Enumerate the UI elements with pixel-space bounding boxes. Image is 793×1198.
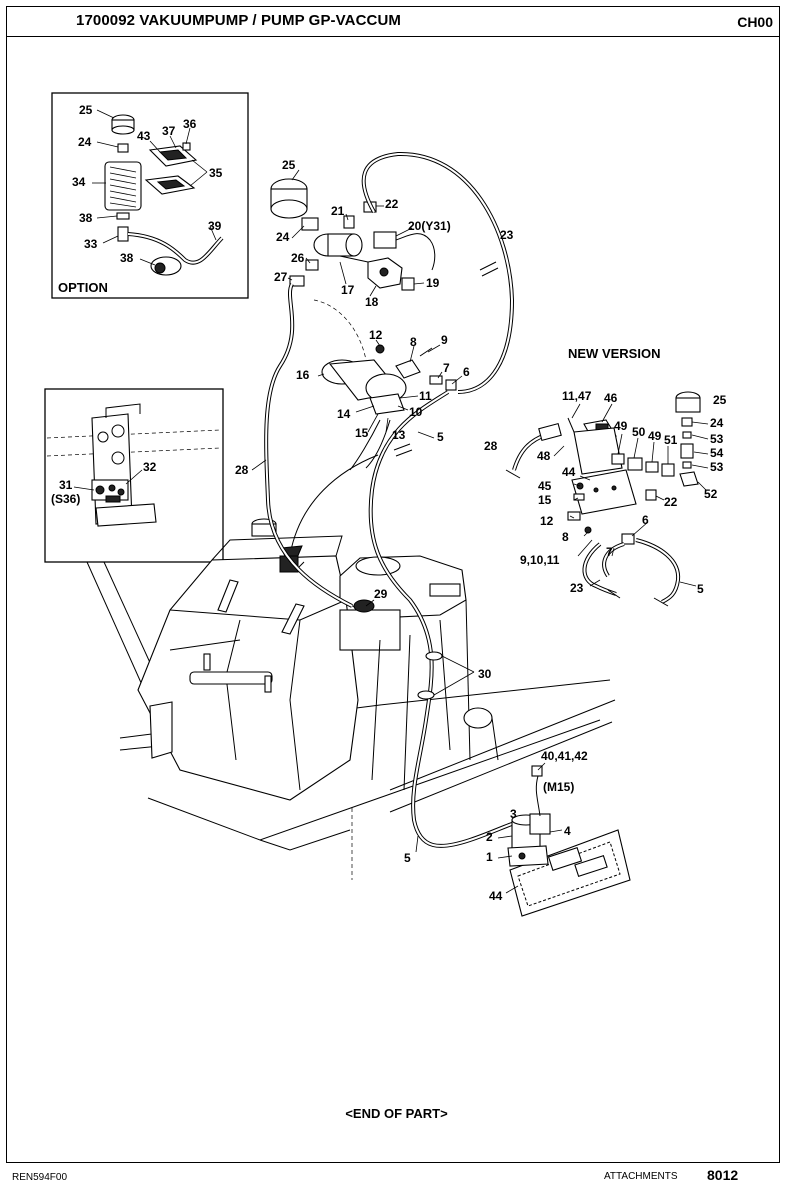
option-caption: OPTION — [58, 280, 108, 295]
callout-new-version-18: 12 — [540, 514, 554, 528]
callout-option-10: 39 — [208, 219, 222, 233]
callout-new-version-15: 45 — [538, 479, 552, 493]
chapter-code: CH00 — [737, 14, 773, 30]
callout-main-2: 22 — [385, 197, 399, 211]
page-frame — [6, 6, 780, 1163]
switch-s36 — [91, 479, 129, 503]
callout-main-15: 7 — [443, 361, 450, 375]
callout-main-31: 1 — [486, 850, 493, 864]
machine-body — [119, 454, 616, 880]
callout-option-9: 38 — [120, 251, 134, 265]
callout-option-5: 35 — [209, 166, 223, 180]
callout-main-28: 3 — [510, 807, 517, 821]
callout-main-4: 23 — [500, 228, 514, 242]
callout-main-24: 29 — [374, 587, 388, 601]
bracket-inset: 31 (S36) 32 — [44, 388, 224, 715]
callout-new-version-10: 49 — [648, 429, 662, 443]
callout-main-17: 11 — [419, 389, 432, 403]
callout-main-16: 6 — [463, 365, 470, 379]
callout-new-version-22: 7 — [606, 545, 613, 559]
callout-new-version-1: 46 — [604, 391, 618, 405]
callout-new-version-11: 51 — [664, 433, 678, 447]
motor-assembly — [497, 762, 631, 917]
callout-main-20: 15 — [355, 426, 369, 440]
callout-new-version-20: 6 — [642, 513, 649, 527]
main-labels: 25 21 22 20(Y31) 23 24 26 27 17 18 19 12… — [235, 158, 588, 903]
callout-main-23: 28 — [235, 463, 249, 477]
callout-main-26: 40,41,42 — [541, 749, 588, 763]
callout-main-5: 24 — [276, 230, 290, 244]
callout-new-version-17: 22 — [664, 495, 678, 509]
main-leaders — [251, 169, 463, 853]
callout-new-version-19: 8 — [562, 530, 569, 544]
callout-main-10: 19 — [426, 276, 440, 290]
callout-main-18: 10 — [409, 405, 423, 419]
callout-main-9: 18 — [365, 295, 379, 309]
callout-new-version-2: 25 — [713, 393, 727, 407]
callout-new-version-6: 53 — [710, 460, 724, 474]
callout-new-version-16: 15 — [538, 493, 552, 507]
page-number: 8012 — [707, 1167, 739, 1183]
callout-new-version-24: 5 — [697, 582, 704, 596]
figure-code: REN594F00 — [12, 1172, 68, 1183]
callout-option-3: 37 — [162, 124, 176, 138]
callout-new-version-12: 28 — [484, 439, 498, 453]
new-version-leaders — [553, 403, 709, 587]
callout-new-version-0: 11,47 — [562, 389, 592, 403]
callout-main-6: 26 — [291, 251, 305, 265]
new-version-caption: NEW VERSION — [568, 346, 660, 361]
hoses — [264, 151, 533, 848]
callout-main-32: 5 — [404, 851, 411, 865]
callout-option-2: 43 — [137, 129, 151, 143]
callout-new-version-13: 48 — [537, 449, 551, 463]
callout-main-14: 16 — [296, 368, 310, 382]
callout-bracket-0: 31 — [59, 478, 73, 492]
callout-new-version-4: 53 — [710, 432, 724, 446]
callout-main-1: 21 — [331, 204, 345, 218]
callout-new-version-7: 52 — [704, 487, 718, 501]
page-title: 1700092 VAKUUMPUMP / PUMP GP-VACCUM — [76, 12, 401, 29]
callout-main-21: 13 — [392, 428, 406, 442]
callout-option-1: 24 — [78, 135, 92, 149]
callout-main-29: 2 — [486, 830, 493, 844]
end-of-part: <END OF PART> — [345, 1106, 448, 1121]
new-version-labels: 11,47 46 25 24 53 54 53 52 49 50 49 51 2… — [484, 389, 727, 596]
callout-bracket-1: (S36) — [51, 492, 80, 506]
callout-main-11: 12 — [369, 328, 383, 342]
section-name: ATTACHMENTS — [604, 1171, 678, 1182]
callout-option-0: 25 — [79, 103, 93, 117]
callout-new-version-21: 9,10,11 — [520, 553, 560, 567]
callout-option-6: 34 — [72, 175, 86, 189]
callout-new-version-9: 50 — [632, 425, 646, 439]
callout-main-13: 9 — [441, 333, 448, 347]
callout-bracket-2: 32 — [143, 460, 157, 474]
callout-new-version-5: 54 — [710, 446, 724, 460]
valve-assembly — [270, 178, 457, 471]
callout-main-25: 30 — [478, 667, 492, 681]
callout-new-version-23: 23 — [570, 581, 584, 595]
callout-new-version-14: 44 — [562, 465, 576, 479]
callout-main-27: (M15) — [543, 780, 574, 794]
option-inset: 25 24 43 37 36 35 34 38 33 38 39 OPTION — [51, 92, 249, 299]
callout-option-4: 36 — [183, 117, 197, 131]
callout-main-7: 27 — [274, 270, 288, 284]
callout-main-12: 8 — [410, 335, 417, 349]
callout-main-33: 44 — [489, 889, 503, 903]
callout-main-8: 17 — [341, 283, 355, 297]
header-divider — [6, 36, 780, 37]
callout-new-version-3: 24 — [710, 416, 724, 430]
callout-main-0: 25 — [282, 158, 296, 172]
callout-main-3: 20(Y31) — [408, 219, 451, 233]
callout-main-30: 4 — [564, 824, 571, 838]
new-version-assembly: NEW VERSION — [505, 346, 701, 607]
callout-option-8: 33 — [84, 237, 98, 251]
callout-main-19: 14 — [337, 407, 351, 421]
callout-main-22: 5 — [437, 430, 444, 444]
callout-new-version-8: 49 — [614, 419, 628, 433]
callout-option-7: 38 — [79, 211, 93, 225]
